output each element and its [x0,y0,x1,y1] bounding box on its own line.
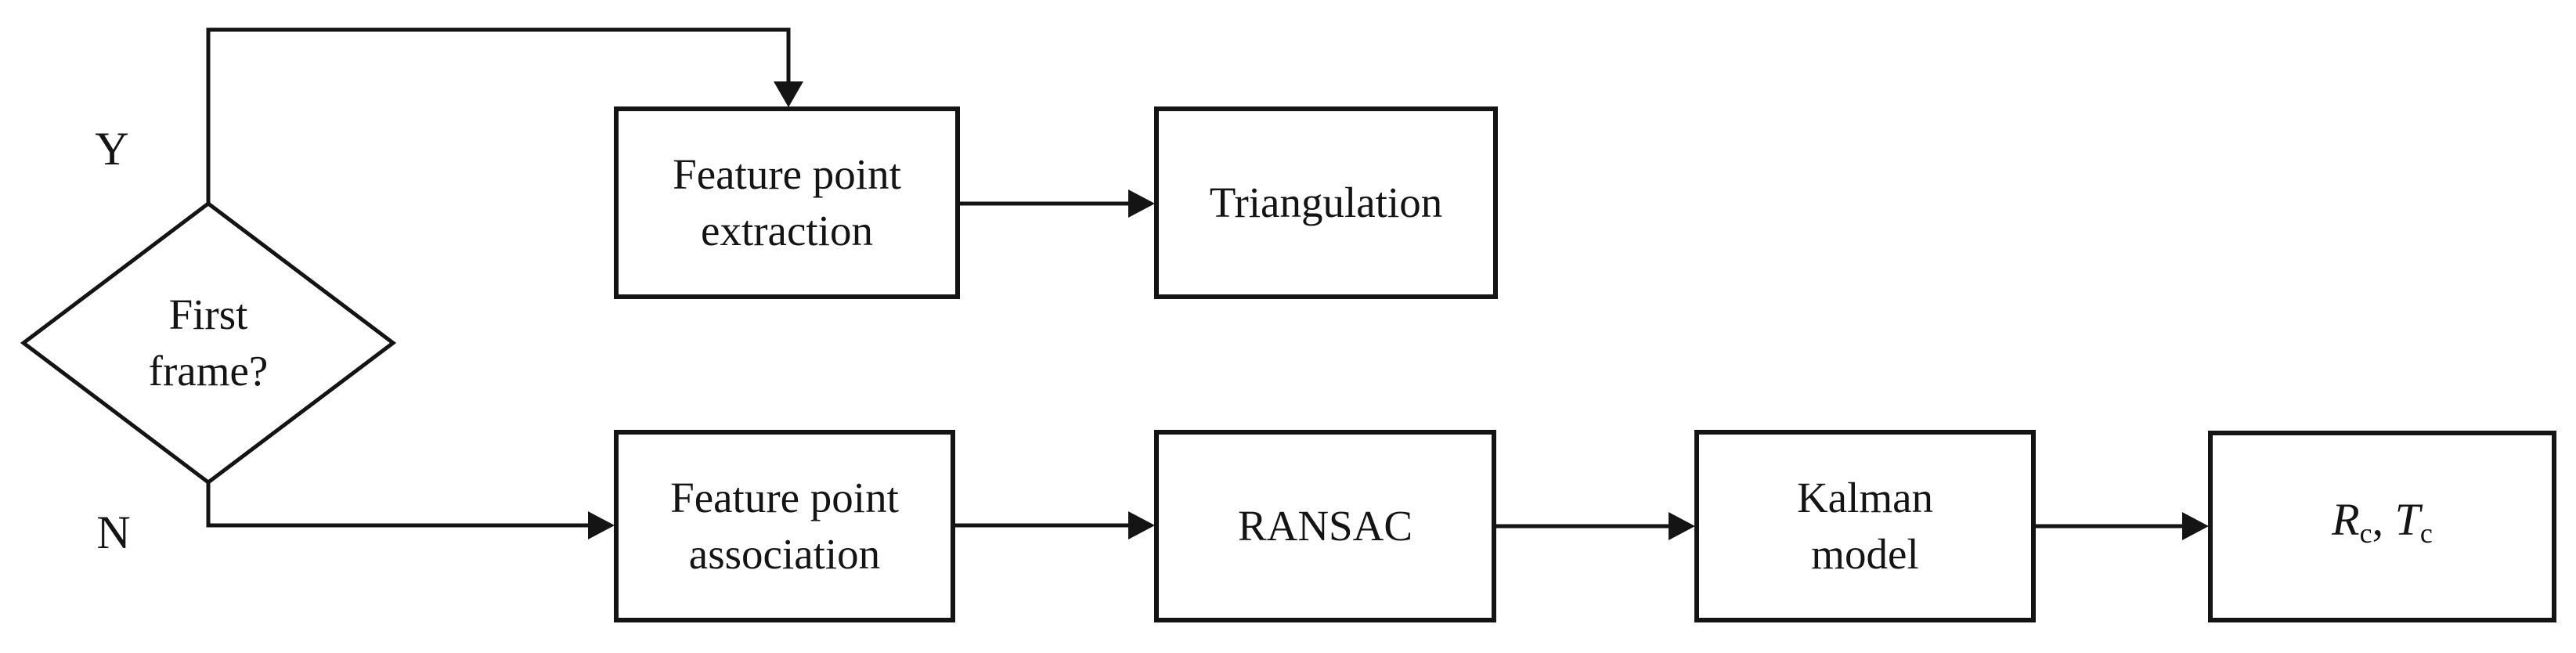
feature-extraction-line2: extraction [701,207,873,254]
no-branch-text: N [96,507,131,558]
arrowhead-right-output [2182,512,2209,540]
triangulation-box [1154,106,1498,299]
arrowhead-right-triangulation [1128,189,1155,218]
kalman-line1: Kalman [1796,474,1934,521]
yes-branch-text: Y [95,123,129,175]
feature-association-label: Feature point association [616,432,953,620]
decision-label: First frame? [23,276,393,409]
output-var2-subscript: c [2419,518,2433,550]
kalman-label: Kalman model [1697,432,2033,620]
decision-label-line2: frame? [148,347,269,395]
output-formula: Rc, Tc [2332,492,2433,561]
output-box [2208,431,2556,622]
arrowhead-down-extraction [774,81,803,107]
output-label: Rc, Tc [2210,433,2554,620]
output-separator: , [2372,493,2395,545]
feature-extraction-line1: Feature point [673,150,901,198]
no-branch-connector [206,478,593,528]
output-var1: R [2332,493,2360,545]
feature-extraction-label: Feature point extraction [616,109,958,297]
output-var1-subscript: c [2359,518,2372,550]
no-branch-label: N [67,501,161,564]
arrowhead-right-association [588,511,615,539]
output-var2: T [2394,493,2420,545]
decision-label-line1: First [168,290,248,338]
ransac-label: RANSAC [1156,432,1494,620]
feature-extraction-box [614,106,960,299]
feature-association-box [614,430,955,622]
feature-association-line1: Feature point [670,474,899,521]
arrowhead-right-kalman [1669,512,1695,540]
triangulation-label: Triangulation [1156,109,1495,297]
yes-branch-connector [206,27,791,205]
triangulation-text: Triangulation [1209,179,1443,226]
feature-association-line2: association [688,530,881,578]
arrowhead-right-ransac [1128,511,1155,539]
yes-branch-label: Y [65,117,159,180]
kalman-box [1694,430,2036,622]
kalman-line2: model [1811,530,1919,578]
ransac-box [1154,430,1496,622]
decision-diamond-shape [20,200,397,485]
ransac-text: RANSAC [1237,502,1413,550]
